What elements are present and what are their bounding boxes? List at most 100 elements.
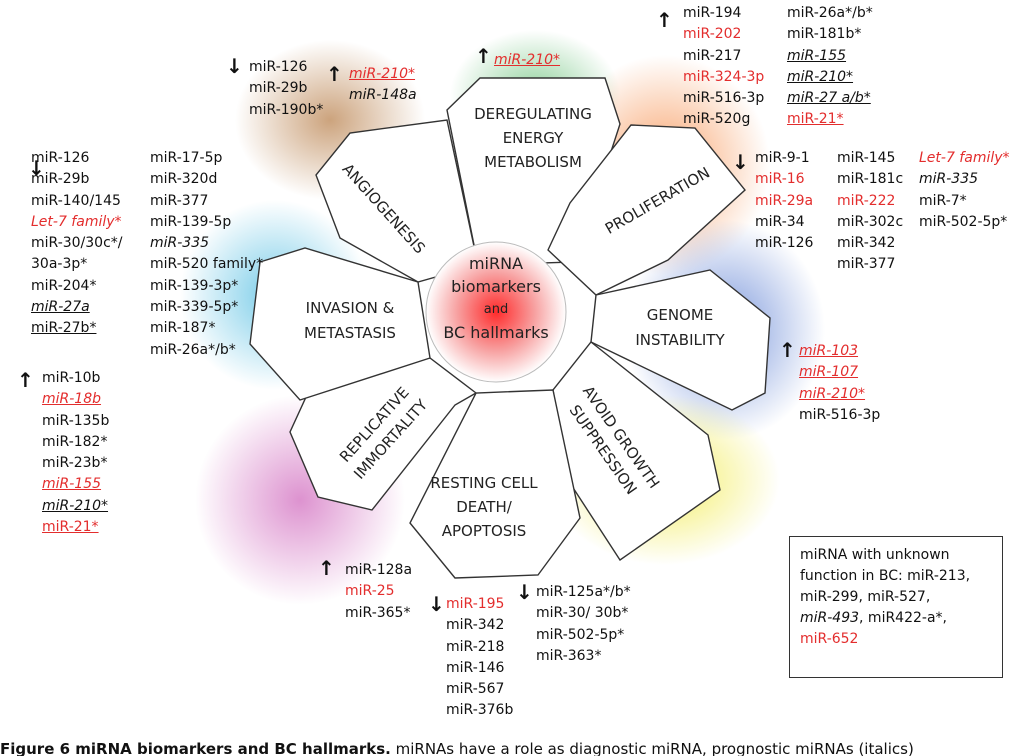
center-line: and — [484, 302, 508, 317]
petal-label-death: RESTING CELL DEATH/APOPTOSIS — [430, 474, 538, 540]
petal-label-line: RESTING CELL — [430, 474, 538, 492]
mirna-item: miR-502-5p* — [536, 626, 625, 643]
mirna-item: miR-377 — [837, 256, 896, 273]
mirna-item: miR-30/ 30b* — [536, 605, 629, 622]
arrow-down-death2: ↓ — [516, 580, 533, 604]
mirna-item: Let-7 family* — [31, 213, 122, 230]
petal-label-line: ENERGY — [503, 129, 564, 147]
caption-title: Figure 6 miRNA biomarkers and BC hallmar… — [0, 740, 391, 756]
mirna-item: miR-218 — [446, 638, 505, 655]
caption-text: miRNAs have a role as diagnostic miRNA, … — [390, 740, 914, 756]
mirna-item: miR-16 — [755, 171, 805, 188]
mirna-item: 30a-3p* — [31, 256, 88, 273]
mirna-item: miR-365* — [345, 604, 411, 621]
mirna-item: miR-146 — [446, 659, 505, 676]
legend-line: miR-493, miR422-a*, — [800, 610, 947, 626]
mirna-item: miR-10b — [42, 370, 101, 386]
mirna-item: miR-18b — [42, 391, 102, 408]
mirna-list-death_down2: miR-125a*/b*miR-30/ 30b*miR-502-5p*miR-3… — [536, 582, 631, 667]
mirna-item: miR-181c — [837, 171, 904, 188]
mirna-item: miR-190b* — [249, 101, 324, 118]
mirna-item: miR-181b* — [787, 26, 862, 43]
mirna-item: miR-126 — [249, 59, 308, 75]
mirna-list-energy_up: miR-210* — [494, 50, 560, 71]
arrow-up-angio: ↑ — [326, 62, 343, 86]
mirna-list-angio_up: miR-210* miR-148a — [349, 64, 417, 107]
mirna-item: miR-217 — [683, 47, 742, 64]
mirna-item: miR-128a — [345, 562, 413, 578]
mirna-item: miR-567 — [446, 681, 505, 698]
mirna-item: miR-520 family* — [150, 256, 264, 273]
legend-line: miR-652 — [800, 631, 859, 647]
mirna-item: miR-155 — [42, 476, 102, 493]
mirna-item: miR-210* — [349, 66, 416, 82]
petal-label-invasion: INVASION &METASTASIS — [304, 299, 396, 342]
petal-label-line: DEREGULATING — [474, 105, 592, 123]
mirna-item: miR-107 — [799, 364, 859, 381]
legend-line: miRNA with unknown — [800, 547, 950, 563]
arrow-down-prolif: ↓ — [732, 150, 749, 174]
mirna-list-prolif_down2: miR-145 miR-181c miR-222 miR-302c miR-342 miR… — [837, 148, 903, 276]
mirna-item: miR-376b — [446, 702, 514, 719]
mirna-item: miR-145 — [837, 150, 896, 166]
center-line: BC hallmarks — [443, 323, 548, 342]
mirna-item: miR-302c — [837, 213, 904, 230]
mirna-item: miR-222 — [837, 192, 896, 209]
mirna-item: miR-335 — [919, 171, 979, 188]
mirna-item: miR-17-5p — [150, 150, 223, 166]
mirna-item: miR-27b* — [31, 320, 97, 337]
petal-label-line: INVASION & — [306, 299, 395, 317]
mirna-item: miR-126 — [31, 150, 90, 166]
petal-label-line: GENOME — [647, 306, 714, 324]
arrow-up-invasion: ↑ — [17, 368, 34, 392]
mirna-item: miR-324-3p — [683, 68, 765, 85]
mirna-item: miR-320d — [150, 171, 218, 188]
mirna-item: miR-210* — [799, 385, 866, 402]
mirna-item: miR-135b — [42, 412, 110, 429]
arrow-up-death: ↑ — [318, 556, 335, 580]
arrow-up-prolif: ↑ — [656, 8, 673, 32]
mirna-item: miR-21* — [42, 519, 99, 536]
arrow-up-energy: ↑ — [475, 44, 492, 68]
mirna-item: miR-126 — [755, 235, 814, 252]
arrow-down-invasion: ↓ — [28, 156, 45, 180]
petal-label-line: DEATH/ — [456, 498, 513, 516]
petal-label-line: INSTABILITY — [635, 331, 725, 349]
mirna-item: miR-210* — [494, 52, 561, 68]
mirna-item: miR-342 — [837, 235, 896, 252]
mirna-item: miR-342 — [446, 617, 505, 634]
mirna-item: miR-210* — [787, 68, 854, 85]
arrow-down-death1: ↓ — [428, 592, 445, 616]
petal-label-line: APOPTOSIS — [442, 522, 527, 540]
mirna-item: miR-182* — [42, 433, 108, 450]
mirna-item: miR-502-5p* — [919, 213, 1008, 230]
arrow-up-genome: ↑ — [779, 338, 796, 362]
mirna-item: miR-377 — [150, 192, 209, 209]
mirna-item: miR-155 — [787, 47, 847, 64]
mirna-item: miR-148a — [349, 87, 417, 104]
mirna-item: miR-7* — [919, 192, 967, 209]
mirna-item: miR-21* — [787, 111, 844, 128]
mirna-item: miR-516-3p — [799, 406, 881, 423]
mirna-item: miR-194 — [683, 5, 742, 21]
mirna-item: miR-30/30c*/ — [31, 235, 123, 252]
mirna-item: miR-520g — [683, 111, 751, 128]
mirna-item: miR-195 — [446, 596, 505, 612]
arrow-down-angio: ↓ — [226, 54, 243, 78]
center-circle — [425, 241, 567, 383]
mirna-list-death_down1: miR-195 miR-342 miR-218 miR-146 miR-567 miR-3… — [446, 594, 513, 722]
mirna-item: miR-26a*/b* — [787, 5, 873, 21]
mirna-list-prolif_up2: miR-26a*/b* miR-181b* miR-155 miR-210* miR-2… — [787, 3, 873, 131]
mirna-item: miR-187* — [150, 320, 216, 337]
mirna-item: miR-26a*/b* — [150, 341, 236, 358]
mirna-item: miR-125a*/b* — [536, 584, 631, 600]
